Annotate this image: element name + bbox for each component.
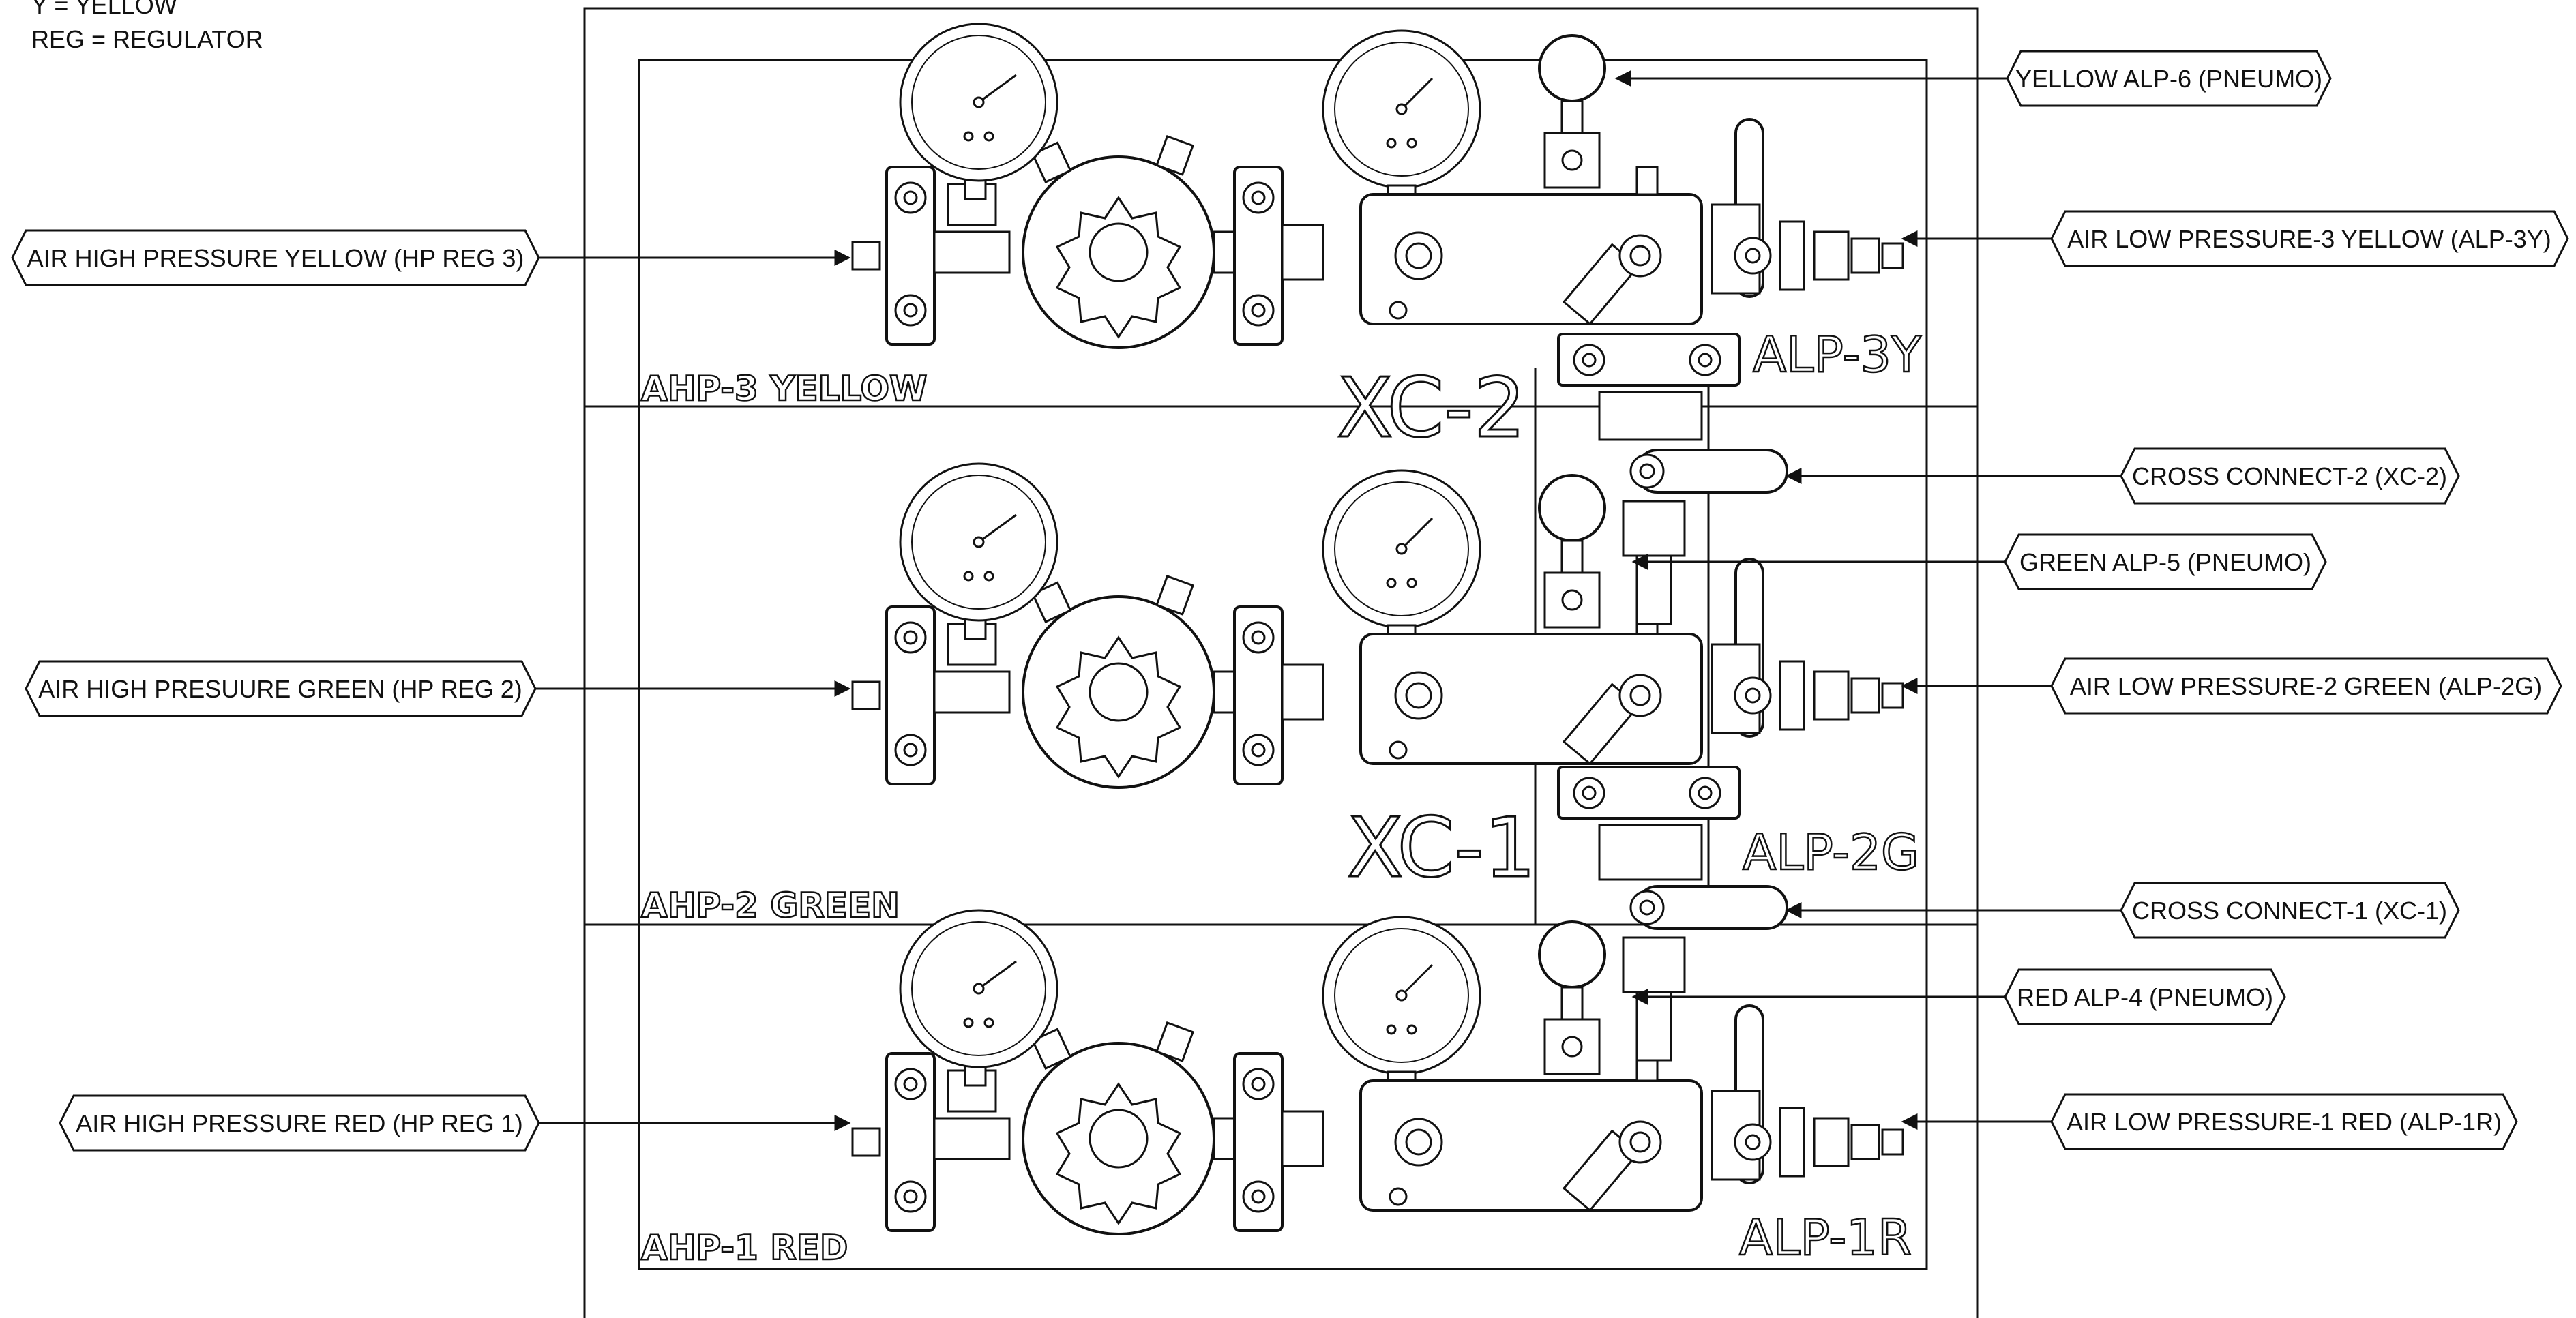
callout-alp4-text: RED ALP-4 (PNEUMO) <box>2017 983 2273 1011</box>
callout-hp3-text: AIR HIGH PRESSURE YELLOW (HP REG 3) <box>27 244 524 272</box>
callout-hp2: AIR HIGH PRESUURE GREEN (HP REG 2) <box>25 660 851 717</box>
alp-mark-3y: ALP-3Y <box>1753 326 1922 383</box>
section-label-ahp3: AHP-3 YELLOW <box>641 369 927 408</box>
callout-alp1r: AIR LOW PRESSURE-1 RED (ALP-1R) <box>1901 1093 2518 1150</box>
cross-connect-xc1-assembly <box>1557 766 1788 1062</box>
callout-alp3y: AIR LOW PRESSURE-3 YELLOW (ALP-3Y) <box>1901 210 2569 267</box>
callout-xc1: CROSS CONNECT-1 (XC-1) <box>1785 882 2460 939</box>
alp-mark-1r: ALP-1R <box>1739 1209 1912 1266</box>
station-ahp3 <box>851 23 1904 349</box>
callout-hp1: AIR HIGH PRESSURE RED (HP REG 1) <box>59 1094 851 1152</box>
callout-alp3y-text: AIR LOW PRESSURE-3 YELLOW (ALP-3Y) <box>2067 225 2551 253</box>
xc2-mark: XC-2 <box>1337 361 1526 456</box>
callout-xc2-text: CROSS CONNECT-2 (XC-2) <box>2132 462 2447 490</box>
callout-alp2g-text: AIR LOW PRESSURE-2 GREEN (ALP-2G) <box>2070 672 2542 700</box>
callout-alp4: RED ALP-4 (PNEUMO) <box>1631 968 2286 1025</box>
callout-alp2g: AIR LOW PRESSURE-2 GREEN (ALP-2G) <box>1901 657 2562 715</box>
inner-panel <box>638 59 1928 1270</box>
callout-hp2-text: AIR HIGH PRESUURE GREEN (HP REG 2) <box>38 675 522 703</box>
station-ahp2 <box>851 462 1904 789</box>
legend-line-regulator: REG = REGULATOR <box>31 25 263 53</box>
callout-xc1-text: CROSS CONNECT-1 (XC-1) <box>2132 897 2447 925</box>
section-label-ahp2: AHP-2 GREEN <box>641 886 900 925</box>
cross-connect-xc2-assembly <box>1557 333 1788 625</box>
callout-alp6: YELLOW ALP-6 (PNEUMO) <box>1614 50 2332 107</box>
station-ahp1 <box>851 909 1904 1235</box>
alp-mark-2g: ALP-2G <box>1743 824 1919 881</box>
xc1-mark: XC-1 <box>1347 801 1536 896</box>
callout-alp6-text: YELLOW ALP-6 (PNEUMO) <box>2015 65 2322 93</box>
hp-inlet-fitting <box>851 241 881 271</box>
callout-alp5: GREEN ALP-5 (PNEUMO) <box>1631 533 2327 590</box>
pneumo-valve-knob <box>1538 34 1606 102</box>
callout-alp5-text: GREEN ALP-5 (PNEUMO) <box>2019 548 2311 576</box>
callout-hp3: AIR HIGH PRESSURE YELLOW (HP REG 3) <box>11 229 851 286</box>
section-label-ahp1: AHP-1 RED <box>641 1228 848 1268</box>
outer-frame <box>583 7 1979 1318</box>
callout-alp1r-text: AIR LOW PRESSURE-1 RED (ALP-1R) <box>2067 1108 2502 1136</box>
legend-line-yellow: Y = YELLOW <box>31 0 177 19</box>
callout-hp1-text: AIR HIGH PRESSURE RED (HP REG 1) <box>76 1109 522 1137</box>
callout-xc2: CROSS CONNECT-2 (XC-2) <box>1785 447 2460 505</box>
